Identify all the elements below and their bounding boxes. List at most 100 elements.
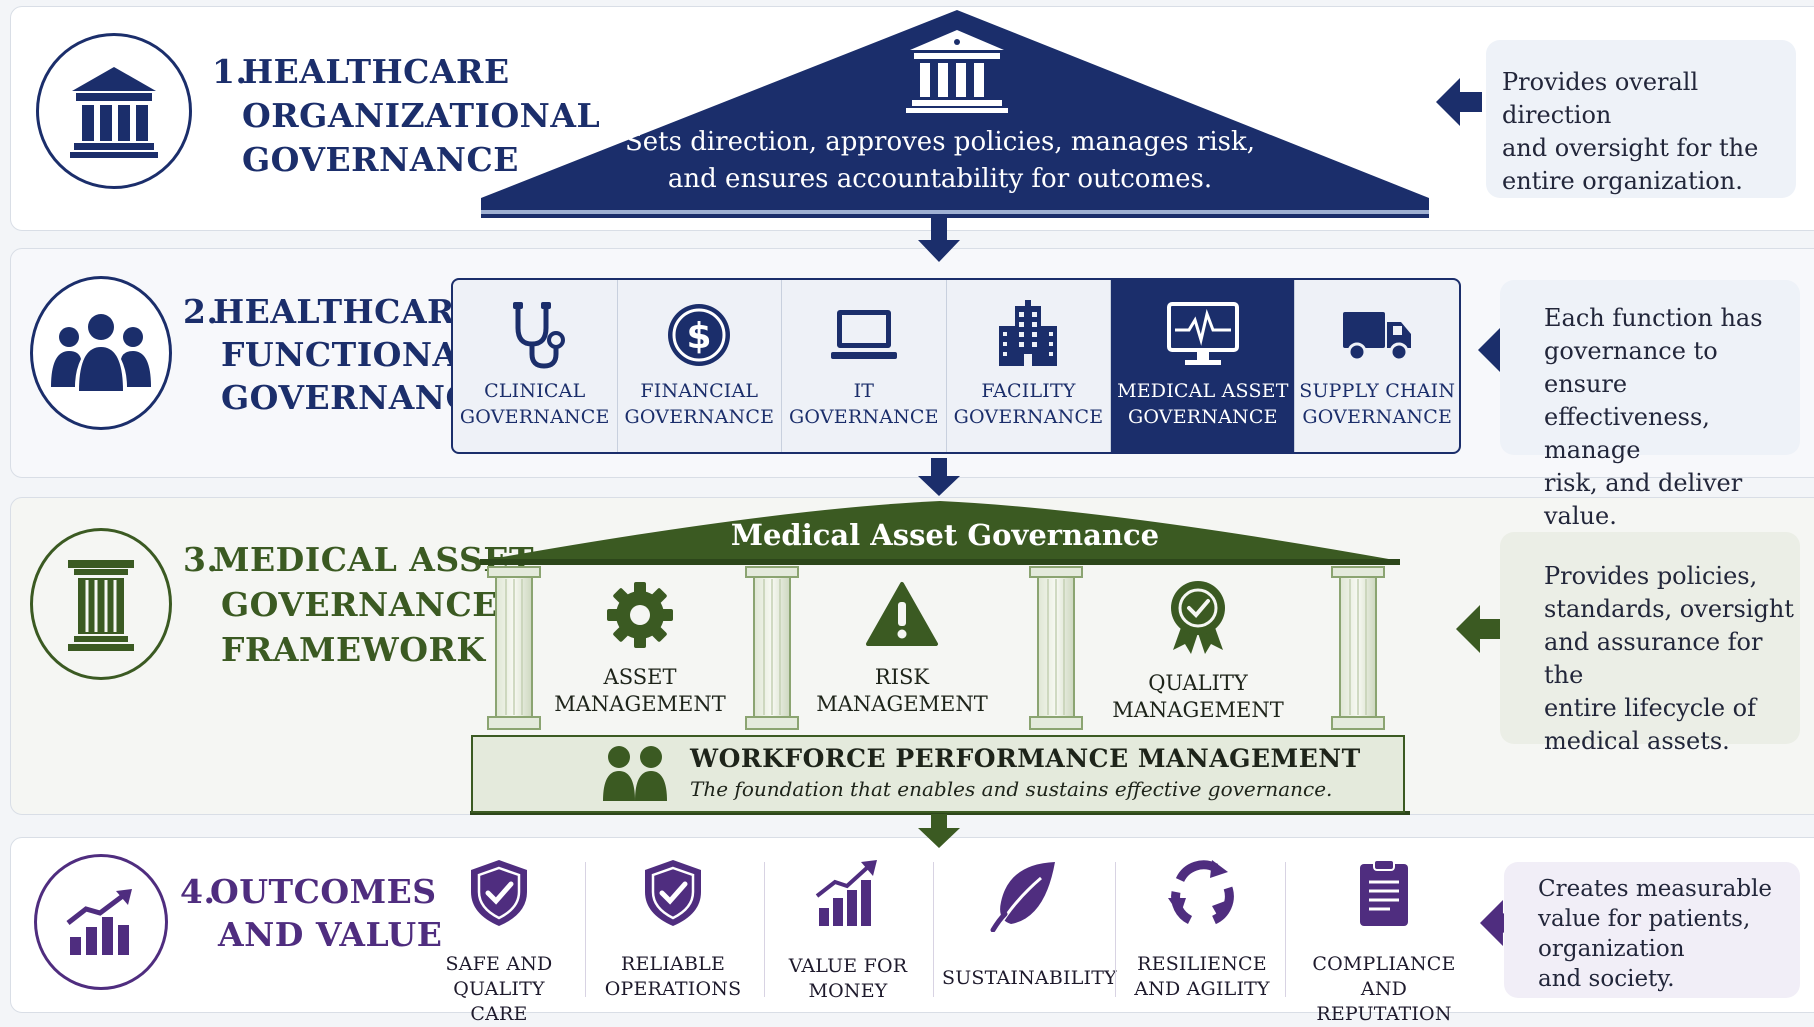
outcome-label-line: MONEY xyxy=(808,980,888,1002)
pillar-label-line: MANAGEMENT xyxy=(816,692,988,716)
column-icon xyxy=(68,560,134,651)
roof-text-line: and ensures accountability for outcomes. xyxy=(667,164,1213,194)
outcome-sustainability: SUSTAINABILITY xyxy=(942,858,1117,991)
pillar-asset-management: ASSET MANAGEMENT xyxy=(545,580,735,718)
dollar-icon: $ xyxy=(668,304,731,366)
section3-icon-circle xyxy=(30,528,172,680)
outcome-compliance-reputation: COMPLIANCE AND REPUTATION xyxy=(1296,858,1472,1027)
function-label: MEDICAL ASSET GOVERNANCE xyxy=(1117,378,1289,430)
section4-number: 4. xyxy=(180,872,216,911)
down-arrow-icon xyxy=(918,218,960,262)
outcome-label: SUSTAINABILITY xyxy=(942,966,1117,991)
outcome-label-line: AND AGILITY xyxy=(1134,978,1270,1000)
function-label-line: GOVERNANCE xyxy=(459,406,610,428)
note-line: entire lifecycle of xyxy=(1544,694,1757,722)
leaf-icon xyxy=(990,862,1055,933)
section3-number: 3. xyxy=(183,540,219,579)
function-facility: FACILITY GOVERNANCE xyxy=(947,280,1112,452)
divider xyxy=(585,862,586,997)
section3-title-line: GOVERNANCE xyxy=(221,585,498,624)
section2-title-line: HEALTHCARE xyxy=(213,292,481,331)
cycle-icon xyxy=(1168,860,1234,925)
section4-note: Creates measurable value for patients, o… xyxy=(1504,862,1800,998)
governance-roof xyxy=(481,10,1429,218)
note-line: standards, oversight xyxy=(1544,595,1794,623)
down-arrow-icon xyxy=(918,814,960,848)
section1-icon-circle xyxy=(36,33,192,189)
note-line: and assurance for the xyxy=(1544,628,1763,689)
note-line: effectiveness, manage xyxy=(1544,403,1710,464)
function-label-line: GOVERNANCE xyxy=(624,406,775,428)
section4-title-line: AND VALUE xyxy=(218,915,443,954)
divider xyxy=(933,862,934,997)
section4-title: 4.OUTCOMES AND VALUE xyxy=(180,870,442,956)
function-label: CLINICAL GOVERNANCE xyxy=(460,378,610,430)
section2-number: 2. xyxy=(183,292,219,331)
down-arrow-icon xyxy=(918,458,960,496)
pillar-label-line: MANAGEMENT xyxy=(554,692,726,716)
svg-text:$: $ xyxy=(687,316,712,357)
building-icon xyxy=(999,300,1058,366)
function-label: SUPPLY CHAIN GOVERNANCE xyxy=(1299,378,1455,430)
function-label: FINANCIAL GOVERNANCE xyxy=(624,378,774,430)
note-line: risk, and deliver value. xyxy=(1544,469,1743,530)
function-label: FACILITY GOVERNANCE xyxy=(954,378,1104,430)
function-label-line: GOVERNANCE xyxy=(1127,406,1278,428)
function-label-line: SUPPLY CHAIN xyxy=(1299,380,1456,402)
function-label-line: GOVERNANCE xyxy=(789,406,939,428)
outcome-label: VALUE FOR MONEY xyxy=(778,954,918,1004)
section1-title-line: ORGANIZATIONAL xyxy=(242,96,601,135)
section2-icon-circle xyxy=(30,276,172,430)
function-clinical: CLINICAL GOVERNANCE xyxy=(453,280,618,452)
pillar-label: ASSET MANAGEMENT xyxy=(545,664,735,718)
section1-title: 1.HEALTHCARE ORGANIZATIONAL GOVERNANCE xyxy=(212,50,600,182)
outcome-safe-quality-care: SAFE AND QUALITY CARE xyxy=(422,858,576,1027)
section3-note: Provides policies, standards, oversight … xyxy=(1500,532,1800,755)
outcome-reliable-operations: RELIABLE OPERATIONS xyxy=(598,858,748,1002)
pillar-label-line: RISK xyxy=(874,665,930,689)
institution-icon xyxy=(70,67,158,158)
note-line: governance to ensure xyxy=(1544,337,1718,398)
bar-chart-icon xyxy=(815,860,877,926)
function-supply-chain: SUPPLY CHAIN GOVERNANCE xyxy=(1295,280,1459,452)
outcome-resilience-agility: RESILIENCE AND AGILITY xyxy=(1128,858,1276,1002)
pillar-label-line: QUALITY xyxy=(1148,671,1248,695)
foundation-title: WORKFORCE PERFORMANCE MANAGEMENT xyxy=(690,744,1361,773)
functional-governance-grid: CLINICAL GOVERNANCE $ FINANCIAL GOVERNAN… xyxy=(451,278,1461,454)
outcome-label-line: SUSTAINABILITY xyxy=(942,967,1117,989)
function-label-line: IT xyxy=(853,380,875,402)
divider xyxy=(1285,862,1286,997)
left-arrow-icon xyxy=(1456,605,1502,653)
shield-check-icon xyxy=(645,860,701,926)
note-line: entire organization. xyxy=(1502,167,1743,195)
outcome-label-line: COMPLIANCE xyxy=(1312,953,1456,975)
function-it: IT GOVERNANCE xyxy=(782,280,947,452)
function-label-line: FACILITY xyxy=(981,380,1076,402)
function-financial: $ FINANCIAL GOVERNANCE xyxy=(618,280,783,452)
function-label-line: GOVERNANCE xyxy=(953,406,1104,428)
note-line: organization xyxy=(1538,936,1685,962)
gear-icon xyxy=(607,582,673,648)
note-line: medical assets. xyxy=(1544,727,1730,755)
left-arrow-icon xyxy=(1436,78,1482,126)
function-medical-asset: MEDICAL ASSET GOVERNANCE xyxy=(1111,280,1296,452)
outcome-label-line: RESILIENCE xyxy=(1137,953,1267,975)
outcome-value-for-money: VALUE FOR MONEY xyxy=(778,858,918,1004)
pillar-label: QUALITY MANAGEMENT xyxy=(1103,670,1293,724)
outcome-label-line: VALUE FOR xyxy=(788,955,908,977)
pillar-label-line: MANAGEMENT xyxy=(1112,698,1284,722)
section1-title-line: HEALTHCARE xyxy=(242,52,510,91)
people-group-icon xyxy=(51,314,151,391)
temple-structure xyxy=(470,501,1410,815)
outcome-label: RELIABLE OPERATIONS xyxy=(598,952,748,1002)
function-label-line: FINANCIAL xyxy=(640,380,759,402)
truck-icon xyxy=(1343,312,1412,362)
temple-title: Medical Asset Governance xyxy=(730,518,1160,552)
outcome-label-line: AND REPUTATION xyxy=(1316,978,1452,1025)
growth-chart-icon xyxy=(66,889,132,955)
workforce-people-icon xyxy=(603,746,667,801)
document-icon xyxy=(1360,859,1408,926)
note-line: Creates measurable xyxy=(1538,876,1773,902)
function-label: IT GOVERNANCE xyxy=(789,378,939,430)
section1-note: Provides overall direction and oversight… xyxy=(1486,40,1796,198)
